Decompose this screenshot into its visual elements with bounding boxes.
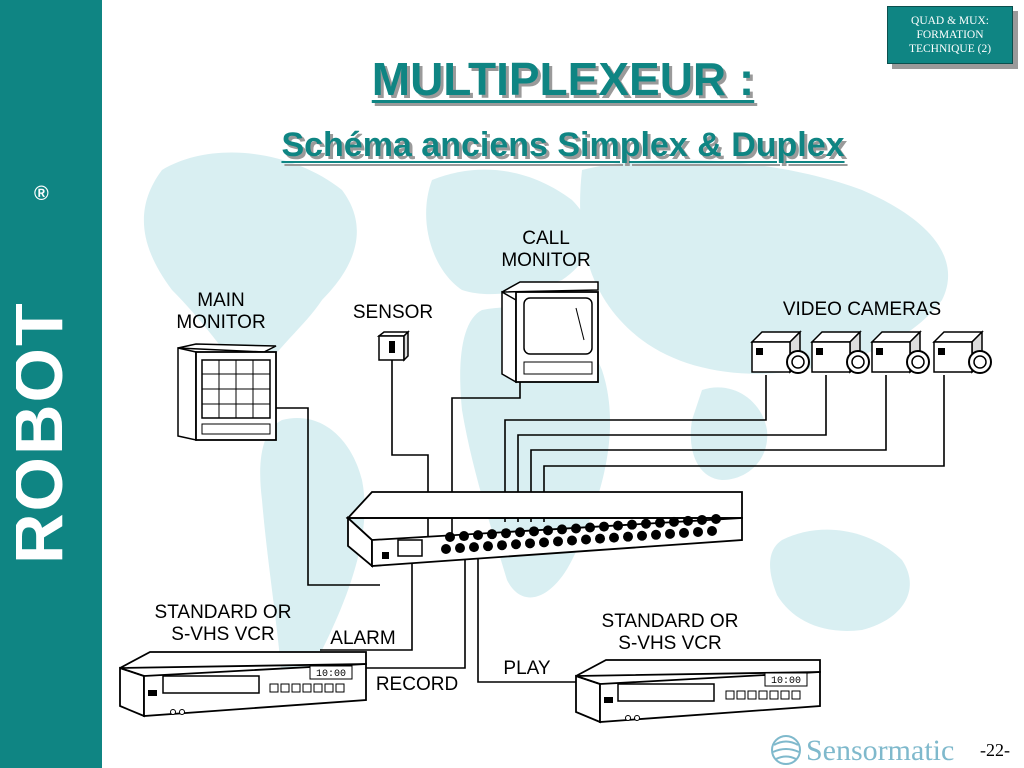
wire-main-monitor bbox=[276, 407, 380, 586]
mux-port bbox=[445, 532, 455, 542]
mux-port bbox=[683, 515, 693, 526]
sensor-label: SENSOR bbox=[353, 302, 433, 323]
mux-port bbox=[473, 530, 483, 541]
badge-line-1: QUAD & MUX: bbox=[911, 15, 989, 27]
wire-call-monitor bbox=[451, 382, 521, 540]
mux-port bbox=[697, 514, 707, 525]
mux-port bbox=[529, 526, 539, 537]
multiplexer-unit bbox=[345, 491, 743, 568]
alarm-label: ALARM bbox=[330, 628, 395, 649]
mux-port bbox=[571, 523, 581, 534]
call-monitor bbox=[501, 281, 599, 384]
mux-port bbox=[543, 525, 553, 536]
mux-port bbox=[515, 527, 525, 538]
video-camera-1 bbox=[751, 331, 810, 374]
page-number: -22- bbox=[980, 740, 1010, 760]
sensormatic-logo: Sensormatic bbox=[771, 734, 954, 766]
video-camera-3 bbox=[871, 331, 930, 374]
badge-line-3: TECHNIQUE (2) bbox=[908, 43, 992, 55]
mux-port bbox=[501, 528, 511, 539]
mux-port bbox=[455, 543, 465, 554]
mux-port bbox=[609, 532, 619, 543]
vcr-left-label-1: STANDARD OR bbox=[155, 602, 292, 623]
sensor-device bbox=[376, 330, 410, 362]
vcr-left-clock: 10:00 bbox=[316, 669, 346, 680]
mux-port bbox=[585, 522, 595, 533]
slide-subtitle: Schéma anciens Simplex & Duplex bbox=[281, 126, 845, 164]
call-monitor-label-2: MONITOR bbox=[501, 250, 590, 271]
mux-port bbox=[651, 529, 661, 540]
trademark-symbol: ® bbox=[34, 183, 49, 205]
vcr-left-label-2: S-VHS VCR bbox=[171, 624, 274, 645]
vcr-right-clock: 10:00 bbox=[771, 676, 801, 687]
main-monitor-label-2: MONITOR bbox=[176, 312, 265, 333]
mux-port bbox=[469, 542, 479, 553]
mux-port bbox=[679, 527, 689, 538]
main-monitor-label-1: MAIN bbox=[197, 290, 245, 311]
record-label: RECORD bbox=[376, 674, 458, 695]
slide-title: MULTIPLEXEUR : bbox=[371, 53, 755, 105]
call-monitor-label-1: CALL bbox=[522, 228, 570, 249]
wire-camera-2 bbox=[517, 375, 827, 522]
vcr-right-label-2: S-VHS VCR bbox=[618, 633, 721, 654]
mux-port bbox=[487, 529, 497, 540]
robot-logo: ® ROBOT bbox=[16, 183, 76, 564]
mux-port bbox=[483, 541, 493, 552]
wire-camera-3 bbox=[530, 375, 887, 522]
mux-port bbox=[711, 514, 721, 524]
mux-port bbox=[627, 519, 637, 530]
mux-port bbox=[511, 539, 521, 550]
mux-port bbox=[567, 535, 577, 546]
play-label: PLAY bbox=[503, 658, 551, 679]
wire-record bbox=[318, 548, 466, 669]
mux-port bbox=[665, 528, 675, 539]
vcr-right: 10:00 bbox=[575, 659, 821, 724]
mux-port bbox=[655, 517, 665, 528]
vcr-left: 10:00 bbox=[119, 651, 367, 718]
wire-alarm bbox=[320, 562, 413, 651]
robot-logo-text: ROBOT bbox=[16, 301, 76, 564]
main-monitor bbox=[177, 343, 277, 441]
mux-port bbox=[459, 531, 469, 542]
mux-port bbox=[707, 526, 717, 536]
mux-port bbox=[669, 516, 679, 527]
mux-port bbox=[641, 518, 651, 529]
mux-port bbox=[539, 537, 549, 548]
mux-port bbox=[557, 524, 567, 535]
video-cameras-label: VIDEO CAMERAS bbox=[783, 299, 941, 320]
mux-port bbox=[595, 533, 605, 544]
mux-port bbox=[525, 538, 535, 549]
brand-sidebar: ® ROBOT bbox=[0, 0, 102, 768]
video-camera-4 bbox=[933, 331, 992, 374]
mux-port bbox=[693, 526, 703, 537]
sensormatic-logo-text: Sensormatic bbox=[806, 734, 954, 766]
mux-port bbox=[599, 521, 609, 532]
mux-port bbox=[637, 530, 647, 541]
badge-line-2: FORMATION bbox=[916, 29, 984, 41]
vcr-right-label-1: STANDARD OR bbox=[602, 611, 739, 632]
wire-camera-1 bbox=[504, 375, 767, 522]
mux-port bbox=[441, 544, 451, 554]
mux-port bbox=[623, 531, 633, 542]
course-badge: QUAD & MUX: FORMATION TECHNIQUE (2) bbox=[887, 6, 1013, 64]
mux-port bbox=[581, 534, 591, 545]
video-camera-2 bbox=[811, 331, 870, 374]
wire-play bbox=[477, 548, 576, 683]
mux-port bbox=[553, 536, 563, 547]
mux-port bbox=[613, 520, 623, 531]
mux-port bbox=[497, 540, 507, 551]
